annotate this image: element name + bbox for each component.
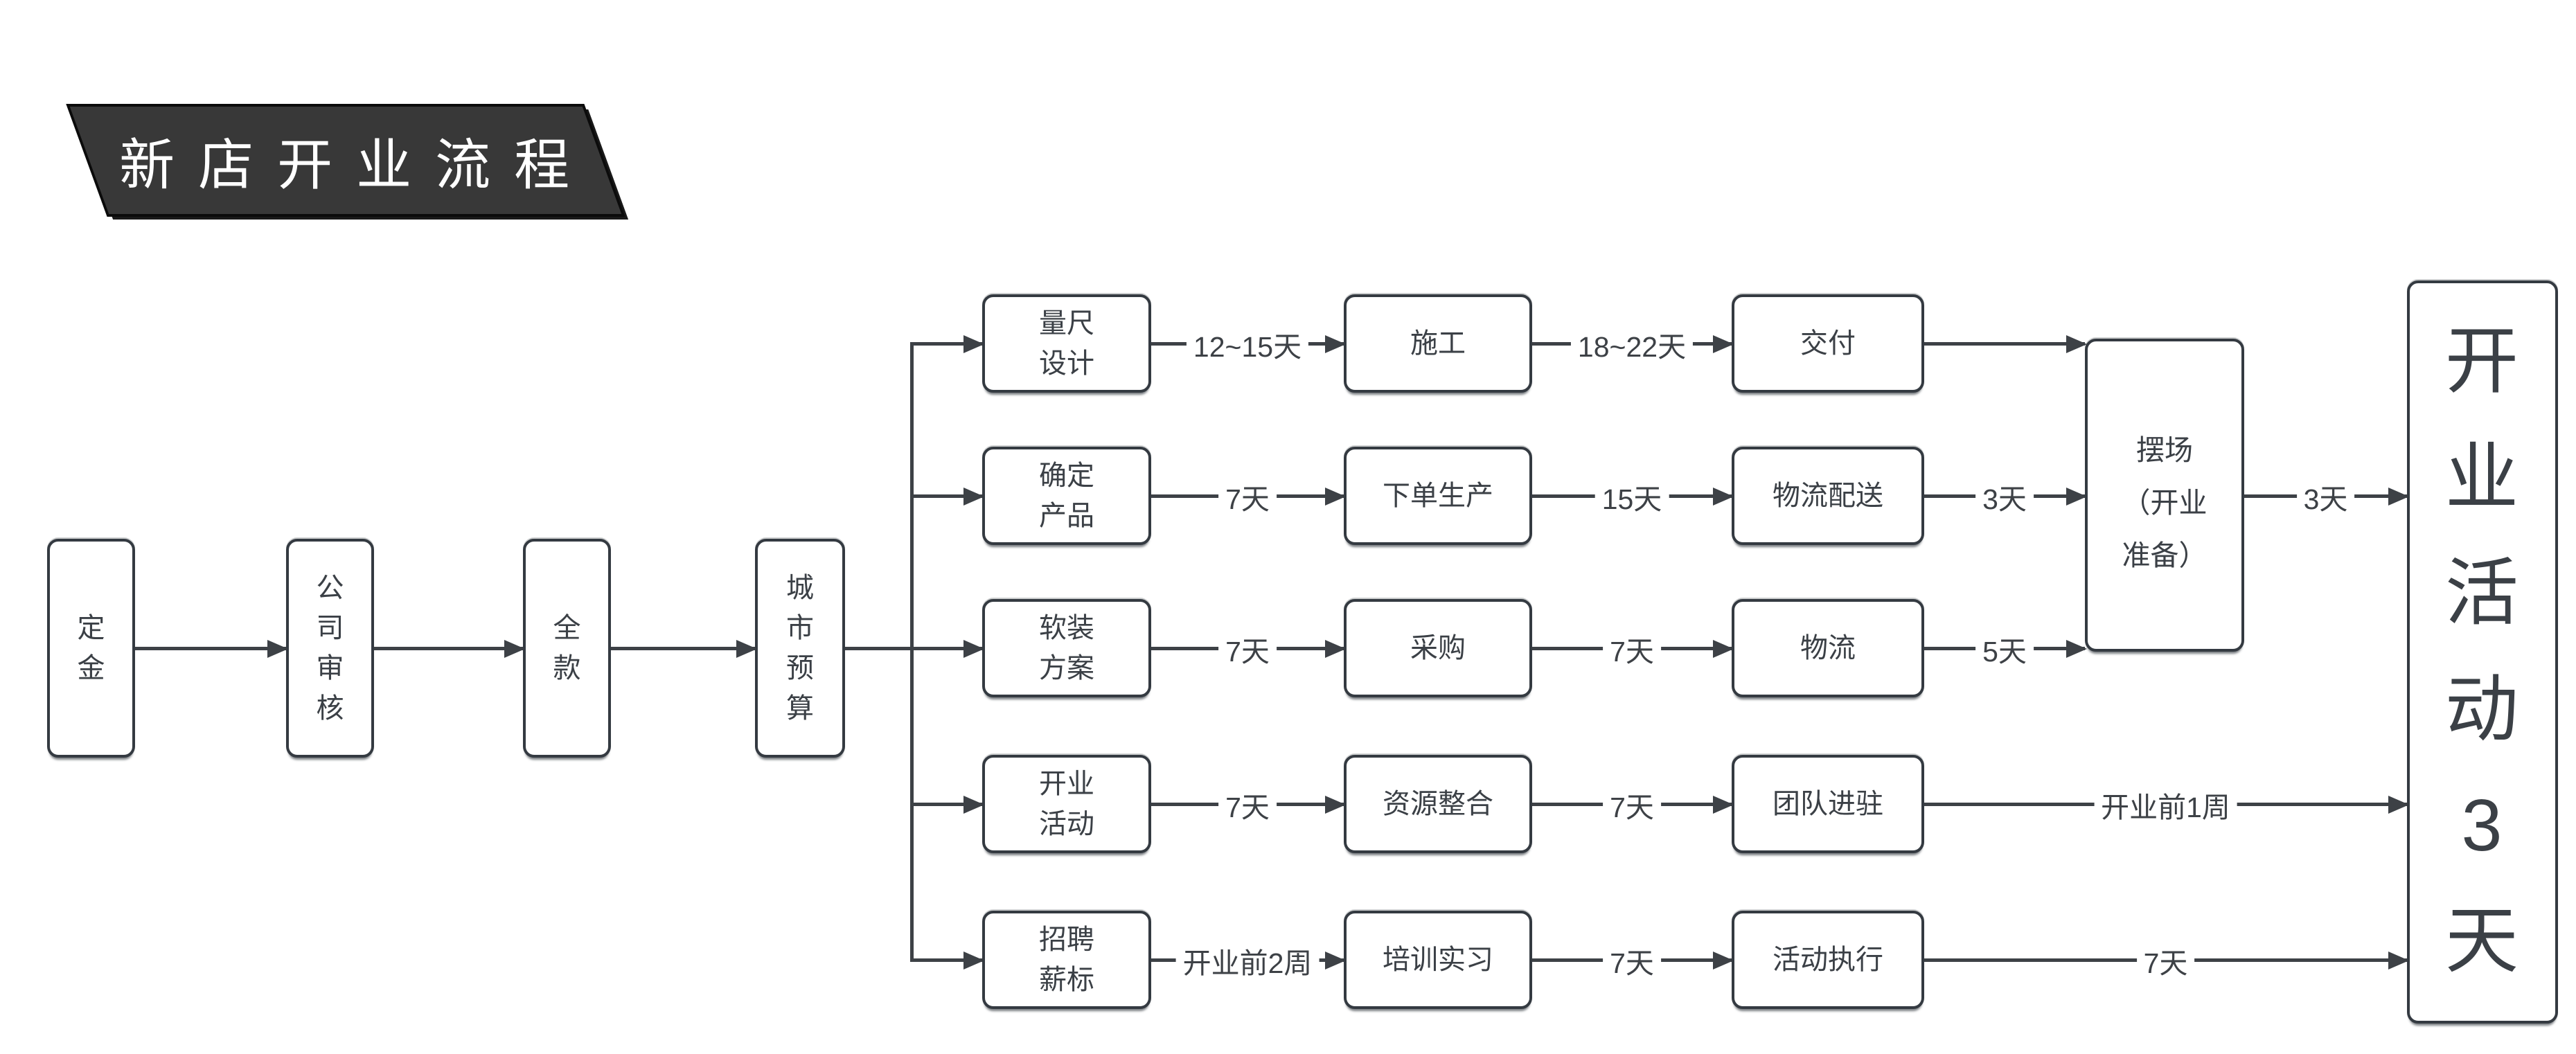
edge-construction-delivery: 18~22天	[1532, 323, 1734, 365]
node-delivery[interactable]: 交付	[1732, 294, 1924, 393]
node-final-opening[interactable]: 开 业 活 动 3 天	[2407, 280, 2558, 1024]
node-city-budget[interactable]: 城 市 预 算	[755, 539, 845, 758]
edge-team-final: 开业前1周	[1924, 783, 2409, 825]
arrowhead-icon	[2388, 795, 2409, 814]
edge-softdecor-procurement: 7天	[1151, 627, 1346, 670]
edge-staging-final: 3天	[2244, 475, 2409, 517]
node-opening-activity[interactable]: 开业 活动	[982, 755, 1151, 853]
edge-training-execution: 7天	[1532, 939, 1734, 981]
edge-branch-row1	[912, 334, 984, 353]
edge-label: 7天	[1603, 783, 1661, 825]
edge-logistics-staging: 5天	[1924, 627, 2087, 670]
arrowhead-icon	[1325, 639, 1346, 658]
edge-activity-resources: 7天	[1151, 783, 1346, 825]
edge-label: 7天	[1218, 475, 1277, 517]
edge-procurement-logistics: 7天	[1532, 627, 1734, 670]
node-procurement[interactable]: 采购	[1344, 599, 1532, 697]
arrowhead-icon	[963, 334, 984, 353]
arrowhead-icon	[504, 639, 525, 658]
edge-review-payment	[374, 639, 525, 658]
node-company-review[interactable]: 公 司 审 核	[286, 539, 374, 758]
arrowhead-icon	[963, 795, 984, 814]
node-training-internship[interactable]: 培训实习	[1344, 911, 1532, 1009]
edge-label: 7天	[1218, 783, 1277, 825]
arrowhead-icon	[2066, 487, 2087, 506]
edge-label: 7天	[1603, 939, 1661, 981]
arrowhead-icon	[963, 487, 984, 506]
edge-label: 5天	[1975, 627, 2034, 670]
edge-label: 开业前2周	[1175, 939, 1320, 981]
edge-recruitment-training: 开业前2周	[1151, 939, 1346, 981]
node-soft-decor-plan[interactable]: 软装 方案	[982, 599, 1151, 697]
edge-resources-team: 7天	[1532, 783, 1734, 825]
page-title: 新店开业流程	[119, 134, 593, 196]
edge-label: 3天	[1975, 475, 2034, 517]
arrowhead-icon	[1325, 795, 1346, 814]
arrowhead-icon	[1325, 951, 1346, 970]
edge-label: 7天	[2136, 939, 2195, 981]
edge-branch-row5	[912, 951, 984, 970]
arrowhead-icon	[963, 951, 984, 970]
edge-label: 15天	[1595, 475, 1669, 517]
edge-label: 3天	[2296, 475, 2355, 517]
edge-order-logistics-delivery: 15天	[1532, 475, 1734, 517]
arrowhead-icon	[1713, 639, 1734, 658]
node-order-production[interactable]: 下单生产	[1344, 447, 1532, 545]
edge-label: 12~15天	[1186, 323, 1309, 365]
node-logistics-delivery[interactable]: 物流配送	[1732, 447, 1924, 545]
edge-branch-row3	[912, 639, 984, 658]
arrowhead-icon	[1713, 795, 1734, 814]
arrowhead-icon	[267, 639, 288, 658]
edge-payment-budget	[611, 639, 757, 658]
arrowhead-icon	[1713, 487, 1734, 506]
branch-feed-line	[845, 647, 913, 650]
edge-label: 7天	[1218, 627, 1277, 670]
edge-branch-row4	[912, 795, 984, 814]
edge-deposit-review	[135, 639, 288, 658]
node-deposit[interactable]: 定 金	[47, 539, 135, 758]
edge-delivery-staging	[1924, 334, 2087, 353]
arrowhead-icon	[1713, 334, 1734, 353]
edge-product-order: 7天	[1151, 475, 1346, 517]
node-measure-design[interactable]: 量尺 设计	[982, 294, 1151, 393]
arrowhead-icon	[1713, 951, 1734, 970]
node-activity-execution[interactable]: 活动执行	[1732, 911, 1924, 1009]
arrowhead-icon	[2388, 487, 2409, 506]
node-full-payment[interactable]: 全 款	[523, 539, 611, 758]
arrowhead-icon	[1325, 487, 1346, 506]
arrowhead-icon	[2066, 639, 2087, 658]
edge-logisticsdelivery-staging: 3天	[1924, 475, 2087, 517]
node-staging[interactable]: 摆场 （开业 准备）	[2085, 339, 2244, 652]
arrowhead-icon	[736, 639, 757, 658]
node-construction[interactable]: 施工	[1344, 294, 1532, 393]
edge-label: 18~22天	[1570, 323, 1694, 365]
edge-execution-final: 7天	[1924, 939, 2409, 981]
arrowhead-icon	[2388, 951, 2409, 970]
edge-label: 开业前1周	[2094, 783, 2237, 825]
node-logistics[interactable]: 物流	[1732, 599, 1924, 697]
branch-vertical-line	[910, 342, 914, 962]
arrowhead-icon	[2066, 334, 2087, 353]
title-banner[interactable]: 新店开业流程	[66, 104, 625, 217]
edge-branch-row2	[912, 487, 984, 506]
edge-label: 7天	[1603, 627, 1661, 670]
node-team-arrival[interactable]: 团队进驻	[1732, 755, 1924, 853]
node-recruitment-salary[interactable]: 招聘 薪标	[982, 911, 1151, 1009]
node-resource-integration[interactable]: 资源整合	[1344, 755, 1532, 853]
arrowhead-icon	[1325, 334, 1346, 353]
edge-design-construction: 12~15天	[1151, 323, 1346, 365]
node-confirm-product[interactable]: 确定 产品	[982, 447, 1151, 545]
arrowhead-icon	[963, 639, 984, 658]
